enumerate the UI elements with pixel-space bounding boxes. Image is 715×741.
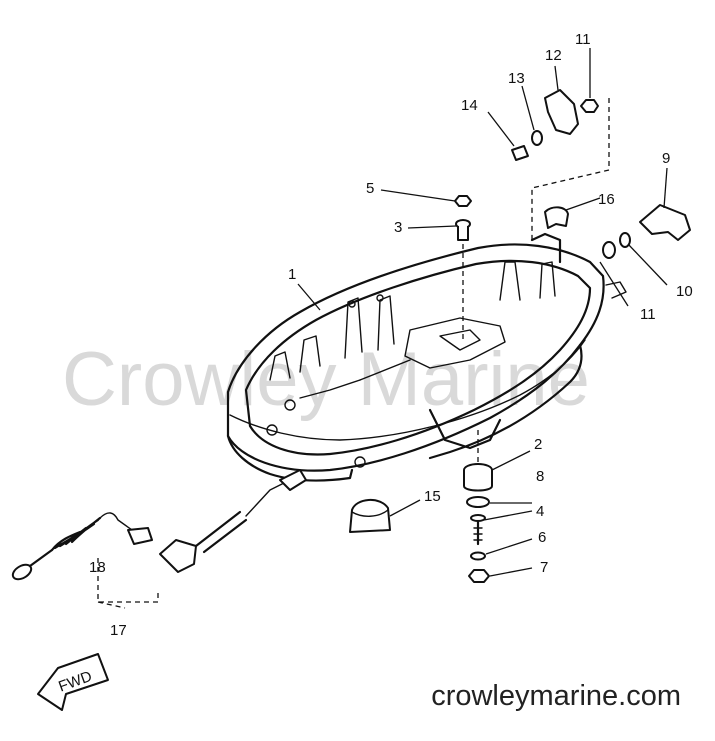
callout-6: 6 (538, 529, 546, 546)
callout-3: 3 (394, 219, 402, 236)
bushing (619, 232, 631, 248)
rubber-mount (463, 463, 493, 492)
cam-screw (511, 145, 529, 161)
callout-7: 7 (540, 559, 548, 576)
leader-lines (297, 48, 668, 577)
callout-18: 18 (89, 559, 106, 576)
watermark-text: Crowley Marine (62, 337, 590, 422)
callout-16: 16 (598, 191, 615, 208)
bottom-cowling (226, 232, 627, 482)
callout-4: 4 (536, 503, 544, 520)
callout-2: 2 (534, 436, 542, 453)
callout-8: 8 (536, 468, 544, 485)
callout-5: 5 (366, 180, 374, 197)
fwd-arrow: FWD (37, 653, 109, 711)
callout-9: 9 (662, 150, 670, 167)
callout-labels: 1 2 3 4 5 6 7 8 9 10 11 11 12 13 14 15 1… (89, 31, 693, 639)
callout-11-top: 11 (575, 31, 591, 48)
bolt (470, 514, 486, 546)
callout-12: 12 (545, 47, 562, 64)
cam-washer (531, 130, 543, 146)
callout-14: 14 (461, 97, 478, 114)
callout-10: 10 (676, 283, 693, 300)
callout-13: 13 (508, 70, 525, 87)
bushing-2 (602, 241, 616, 259)
cam-nut (580, 99, 599, 113)
top-nut (454, 195, 472, 207)
cam-plate (544, 89, 579, 135)
callout-1: 1 (288, 266, 296, 283)
washer-small (470, 551, 486, 561)
washer (466, 496, 490, 508)
stop-switch-assembly (11, 469, 307, 581)
callout-17: 17 (110, 622, 127, 639)
dashed-lines (97, 98, 610, 609)
website-url: crowleymarine.com (431, 680, 681, 712)
top-bolt (455, 219, 471, 241)
lever-bracket (639, 204, 691, 241)
nut (468, 569, 490, 583)
callout-15: 15 (424, 488, 441, 505)
clip (544, 206, 569, 229)
callout-11-side: 11 (640, 306, 656, 323)
